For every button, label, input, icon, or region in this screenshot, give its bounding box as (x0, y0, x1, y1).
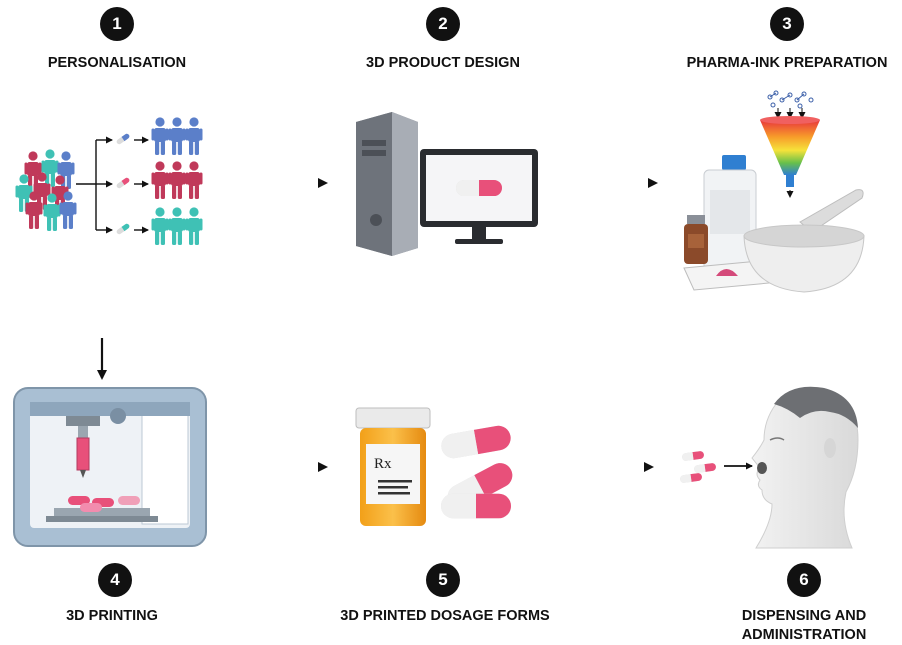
monitor-icon (420, 149, 538, 244)
step-2-number: 2 (426, 7, 460, 41)
molecules-icon (767, 90, 814, 109)
computer-tower-icon (356, 112, 418, 256)
large-capsule-1-icon (439, 423, 513, 461)
return-flow-arrow (97, 312, 777, 380)
small-capsule-pink-icon (116, 177, 130, 189)
pill-bottle-icon (355, 407, 431, 526)
small-capsule-blue-icon (116, 133, 130, 145)
printer-extruder-icon (66, 416, 100, 478)
white-bottle-icon (703, 155, 757, 271)
mortar-and-pestle-icon (743, 189, 865, 293)
rainbow-funnel-icon (760, 116, 820, 198)
step-5-title: 3D PRINTED DOSAGE FORMS (340, 608, 550, 624)
step-4-title: 3D PRINTING (66, 608, 158, 624)
prescription-symbol: Rx (374, 456, 392, 472)
step-6-title-line-1: DISPENSING AND (741, 608, 867, 624)
branching-arrows-icon (76, 136, 149, 234)
small-capsule-teal-icon (116, 223, 130, 235)
patient-subgroup-teal-icon (151, 207, 203, 245)
large-capsule-3-icon (441, 493, 511, 519)
step-6-title-line-2: ADMINISTRATION (741, 627, 867, 643)
amber-vial-icon (684, 215, 708, 264)
3d-printer-icon (13, 387, 207, 547)
step-6-number: 6 (787, 563, 821, 597)
step-4-number: 4 (98, 563, 132, 597)
patient-subgroup-blue-icon (151, 117, 203, 155)
step-1-title: PERSONALISATION (47, 55, 187, 71)
printed-tablets-icon (68, 496, 140, 512)
patient-head-icon (751, 386, 859, 549)
patient-group-icon (15, 149, 77, 231)
step-5-number: 5 (426, 563, 460, 597)
step-1-number: 1 (100, 7, 134, 41)
dispensed-capsules-icon (679, 450, 717, 484)
step-3-title: PHARMA-INK PREPARATION (686, 55, 888, 71)
step-6-title: DISPENSING AND ADMINISTRATION (733, 607, 875, 645)
step-3-number: 3 (770, 7, 804, 41)
capsule-design-icon (456, 179, 502, 197)
step-2-title: 3D PRODUCT DESIGN (366, 55, 520, 71)
patient-subgroup-crimson-icon (151, 161, 203, 199)
